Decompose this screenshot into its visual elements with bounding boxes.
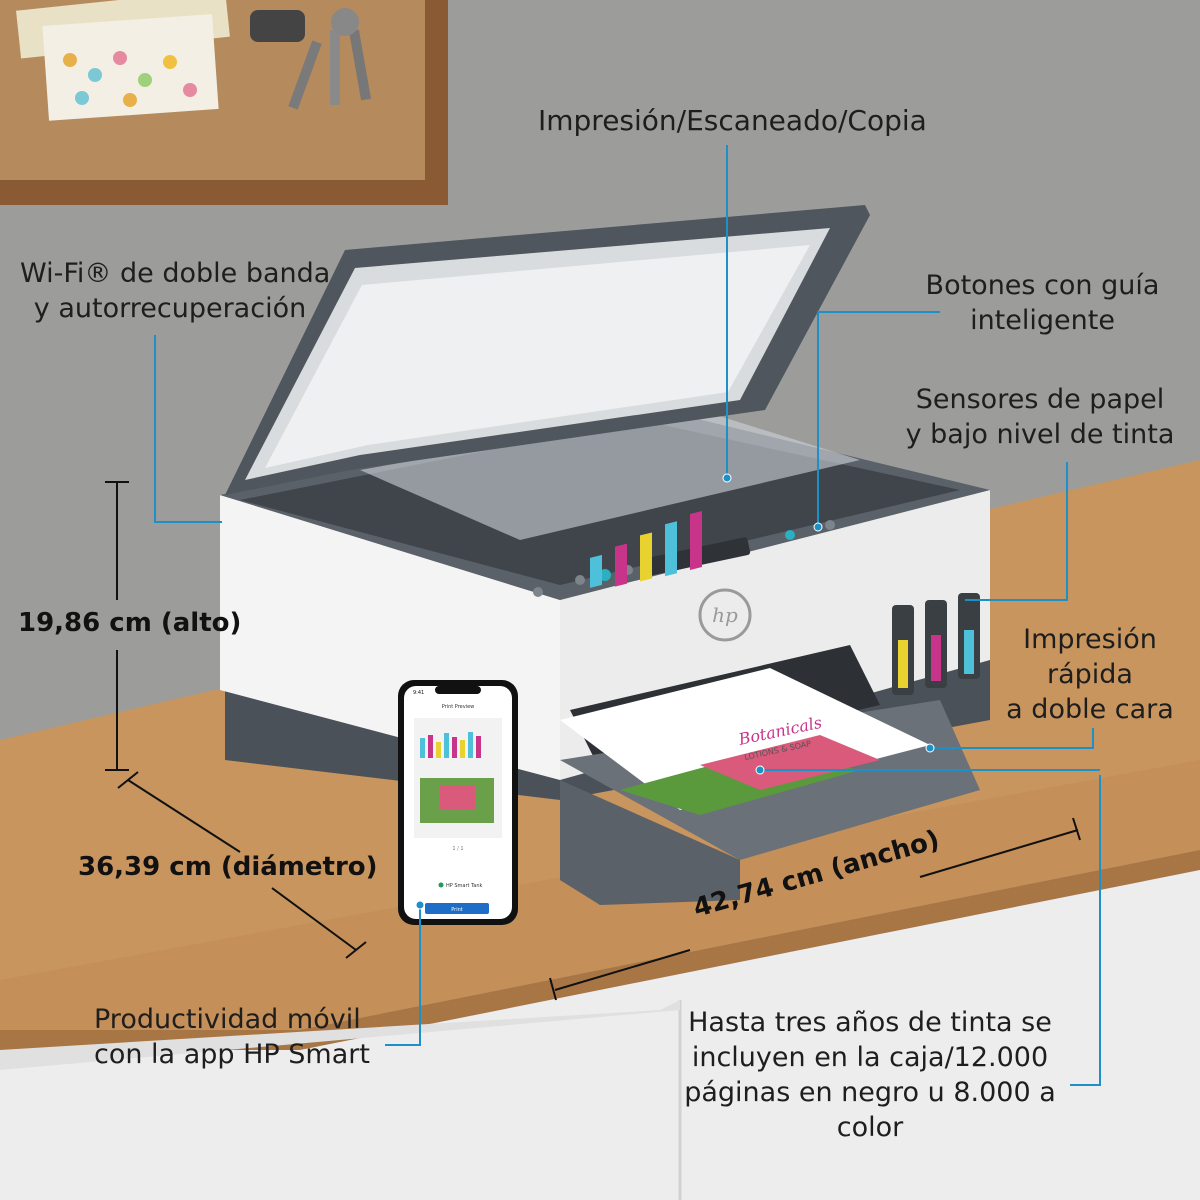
label-ink: Hasta tres años de tinta se incluyen en … [680,1005,1060,1145]
label-ink-line-2: incluyen en la caja/12.000 [691,1042,1049,1073]
label-mobile-line-1: Productividad móvil [94,1004,361,1035]
label-ink-line-4: color [836,1112,904,1143]
cork-board [0,0,448,205]
phone-print-button-label: Print [451,907,463,913]
hp-logo-text: hp [712,603,738,627]
label-wifi: Wi-Fi® de doble banda y autorrecuperació… [20,256,331,326]
label-mobile-line-2: con la app HP Smart [94,1039,370,1070]
label-sensors-line-1: Sensores de papel [915,384,1165,415]
label-ink-line-3: páginas en negro u 8.000 a [684,1077,1056,1108]
label-smart-buttons: Botones con guía inteligente [915,268,1170,338]
label-duplex-line-3: a doble cara [1006,694,1174,725]
smartphone: 9:41 Print Preview 1 / 1 HP Smart Tank P… [398,680,518,925]
dimension-depth: 36,39 cm (diámetro) [78,852,378,882]
dimension-height: 19,86 cm (alto) [18,608,242,638]
label-smart-buttons-line-2: inteligente [970,305,1115,336]
phone-screen-title: Print Preview [442,704,475,710]
label-smart-buttons-line-1: Botones con guía [925,270,1160,301]
label-duplex-line-1: Impresión [1023,624,1157,655]
label-mobile: Productividad móvil con la app HP Smart [94,1002,370,1072]
phone-time: 9:41 [413,690,424,696]
printed-page [560,668,930,810]
label-sensors: Sensores de papel y bajo nivel de tinta [895,382,1185,452]
label-print-scan-copy-text: Impresión/Escaneado/Copia [538,104,927,137]
phone-page-count: 1 / 1 [452,846,463,852]
cabinet [0,870,1200,1200]
phone-printer-name: HP Smart Tank [446,883,483,889]
label-wifi-line-1: Wi-Fi® de doble banda [20,258,331,289]
label-duplex: Impresión rápida a doble cara [1000,622,1180,727]
label-wifi-line-2: y autorrecuperación [33,293,307,324]
label-ink-line-1: Hasta tres años de tinta se [688,1007,1052,1038]
label-sensors-line-2: y bajo nivel de tinta [905,419,1175,450]
hp-logo [698,588,752,642]
phone-print-button[interactable] [425,903,489,914]
label-duplex-line-2: rápida [1047,659,1133,690]
keys [250,8,372,110]
label-print-scan-copy: Impresión/Escaneado/Copia [538,103,927,138]
dimension-lines [105,481,1081,1001]
callout-lines [154,145,1101,1086]
